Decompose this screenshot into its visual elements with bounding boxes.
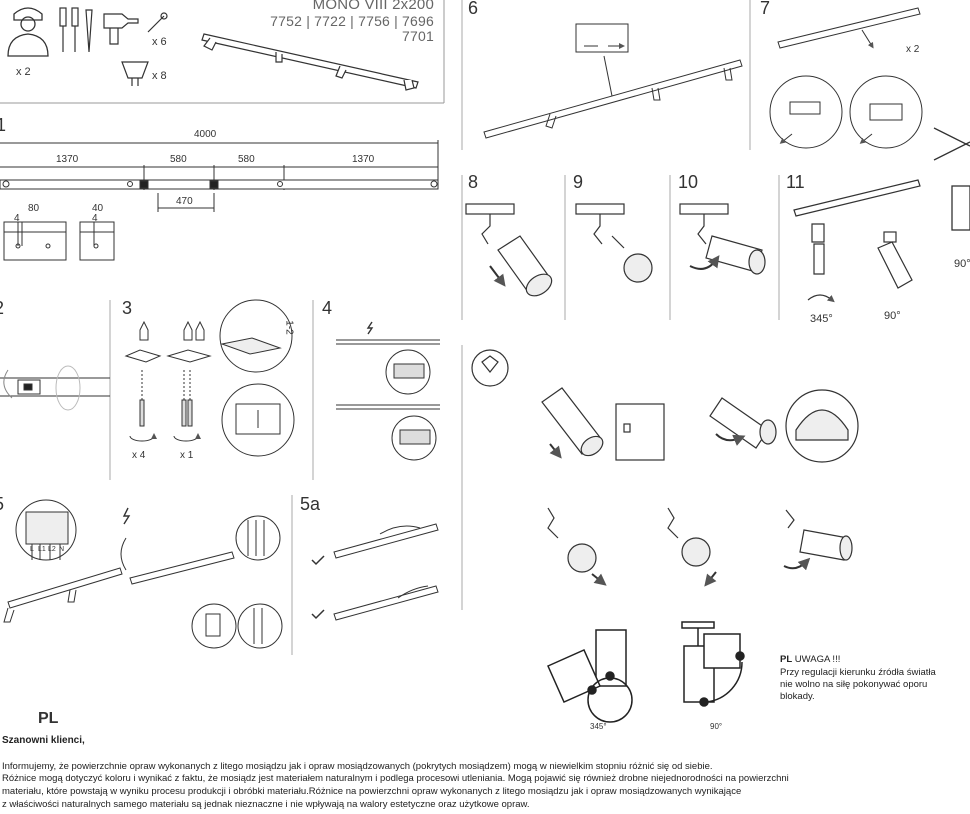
adjust-detail-3: [547, 507, 607, 586]
screws-count: x 6: [152, 36, 167, 48]
step-6-label: 6: [468, 0, 479, 18]
product-code-extra: 7701: [402, 28, 434, 44]
step3-qty-left: x 4: [132, 450, 146, 461]
rotate-adjust-icon: [471, 349, 509, 387]
installer-icon: [7, 7, 49, 57]
warning-line-3: blokady.: [780, 691, 815, 702]
step-5-label: 5: [0, 494, 4, 515]
step10-spot: [679, 203, 766, 275]
step7-covers: [769, 7, 923, 149]
pl-paragraph-line-1: Informujemy, że powierzchnie opraw wykon…: [2, 761, 713, 772]
step-2-label: 2: [0, 298, 4, 319]
dim-profile-b-depth: 4: [92, 213, 98, 224]
kit-rail-illustration: [201, 33, 419, 91]
step3-anchors: [124, 299, 295, 457]
pl-paragraph-line-3: materiału, które powstają w wyniku proce…: [2, 786, 742, 797]
step3-qty-right: x 1: [180, 450, 194, 461]
step8-spot: [465, 203, 553, 297]
step4-wiring: [336, 321, 440, 461]
adjust-detail-4: [667, 507, 717, 587]
warning-title: UWAGA !!!: [794, 654, 841, 665]
adjust-detail-2: [709, 389, 859, 463]
bulbs-count: x 8: [152, 70, 167, 82]
warning-line-2: nie wolno na siłę pokonywać oporu: [780, 679, 928, 690]
step-10-label: 10: [678, 172, 699, 192]
terminal-l1: L1: [38, 546, 46, 553]
tilt-90-diagram: [681, 621, 745, 707]
rotation-345-diagram: [547, 629, 633, 723]
drill-icon: [103, 13, 139, 45]
angle-step11-rotate: 345°: [810, 313, 833, 325]
step-9-label: 9: [573, 172, 584, 192]
step-4-label: 4: [322, 298, 333, 318]
step-1-label: 1: [0, 115, 7, 135]
adjust-detail-5: [783, 509, 853, 571]
dim-seg2: 580: [170, 154, 187, 165]
screw-icon: [147, 12, 168, 33]
terminal-l: L: [30, 546, 34, 553]
step6-join-rails: [483, 23, 743, 139]
step1-rail-dimensions: [0, 140, 439, 212]
kit-box-frame: [0, 0, 445, 104]
warning-line-1: Przy regulacji kierunku źródła światła: [780, 667, 936, 678]
angle-bottom-rotate: 345°: [590, 722, 607, 731]
step5-connection: [3, 499, 283, 649]
pl-paragraph-line-4: z właściwości naturalnych samego materia…: [2, 799, 530, 810]
warning-lang: PL: [780, 654, 793, 665]
step-7-label: 7: [760, 0, 771, 18]
step-11-label: 11: [786, 172, 805, 192]
angle-right-edge: 90°: [954, 258, 970, 270]
right-edge-partial: [933, 127, 970, 231]
pl-heading: PL: [38, 710, 59, 727]
step-8-label: 8: [468, 172, 479, 192]
dim-profile-a-depth: 4: [14, 213, 20, 224]
step7-qty: x 2: [906, 44, 920, 55]
terminal-n: N: [59, 546, 65, 553]
angle-step11-tilt: 90°: [884, 310, 901, 322]
dim-step3-depth: 1-2: [283, 320, 295, 335]
step5a-rails: [311, 523, 439, 621]
dim-seg4: 1370: [352, 154, 375, 165]
product-codes: 7752 | 7722 | 7756 | 7696: [270, 13, 434, 29]
screwdriver-icons: [59, 7, 93, 53]
pl-greeting: Szanowni klienci,: [2, 735, 85, 746]
bulb-icon: [121, 61, 149, 86]
dim-seg3: 580: [238, 154, 255, 165]
angle-bottom-tilt: 90°: [710, 722, 723, 731]
dim-seg1: 1370: [56, 154, 79, 165]
step-5a-label: 5a: [300, 494, 321, 514]
dim-total: 4000: [194, 129, 217, 140]
dim-profile-b-width: 40: [92, 203, 104, 214]
step2-mounting: [0, 365, 110, 411]
dim-spacing: 470: [176, 196, 193, 207]
panel-separators: [109, 0, 780, 655]
warning-heading: PL UWAGA !!!: [780, 654, 840, 666]
profile-cross-sections: [3, 221, 115, 261]
step9-spot: [575, 203, 653, 283]
adjust-detail-1: [541, 387, 665, 461]
terminal-l2: L2: [48, 546, 56, 553]
step-3-label: 3: [122, 298, 133, 318]
installers-count: x 2: [16, 66, 31, 78]
product-title: MONO VIII 2x200: [312, 0, 434, 13]
step11-adjust: [793, 179, 921, 303]
pl-paragraph-line-2: Różnice mogą dotyczyć koloru i wynikać z…: [2, 773, 789, 784]
dim-profile-a-width: 80: [28, 203, 40, 214]
